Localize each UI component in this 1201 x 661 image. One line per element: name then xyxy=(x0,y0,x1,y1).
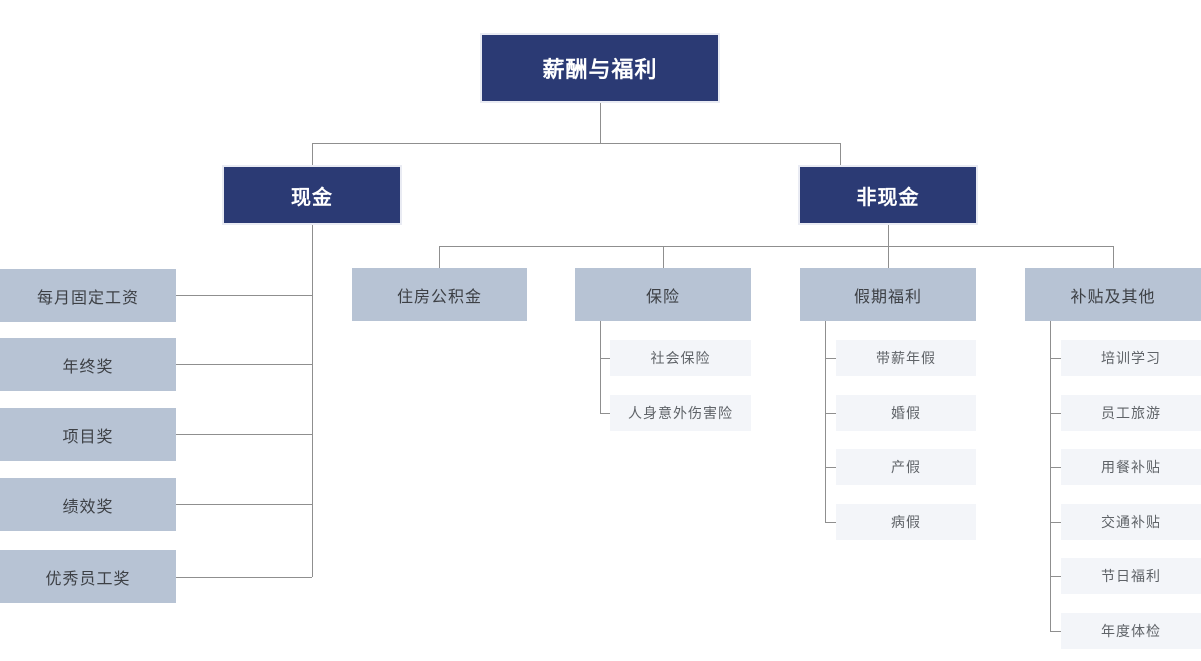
cash-item: 年终奖 xyxy=(0,338,176,391)
connector-group-drop xyxy=(888,246,889,268)
connector-cash-stub xyxy=(176,364,312,365)
connector-cash-spine xyxy=(312,225,313,577)
tree-node-noncash: 非现金 xyxy=(798,165,978,225)
connector-sub-stub xyxy=(1050,576,1061,577)
holiday-sub-item: 带薪年假 xyxy=(836,340,976,376)
connector-cash-stub xyxy=(176,577,312,578)
cash-item: 每月固定工资 xyxy=(0,269,176,322)
connector-sub-stub xyxy=(825,522,836,523)
connector-sub-stub xyxy=(1050,467,1061,468)
subsidy-sub-item: 培训学习 xyxy=(1061,340,1201,376)
subsidy-sub-item: 用餐补贴 xyxy=(1061,449,1201,485)
connector-cash-drop xyxy=(312,143,313,165)
holiday-sub-item: 产假 xyxy=(836,449,976,485)
cash-item: 项目奖 xyxy=(0,408,176,461)
connector-holiday-spine xyxy=(825,321,826,522)
subsidy-sub-item: 交通补贴 xyxy=(1061,504,1201,540)
connector-root-drop xyxy=(600,103,601,143)
connector-sub-stub xyxy=(825,467,836,468)
holiday-sub-item: 婚假 xyxy=(836,395,976,431)
group-subsidy-other: 补贴及其他 xyxy=(1025,268,1201,321)
connector-sub-stub xyxy=(600,358,610,359)
connector-noncash-stem xyxy=(888,225,889,246)
connector-sub-stub xyxy=(1050,522,1061,523)
connector-group-drop xyxy=(663,246,664,268)
connector-noncash-split xyxy=(439,246,1114,247)
connector-cash-stub xyxy=(176,434,312,435)
connector-root-split xyxy=(312,143,841,144)
connector-sub-stub xyxy=(600,413,610,414)
connector-subsidy-spine xyxy=(1050,321,1051,631)
connector-sub-stub xyxy=(825,413,836,414)
subsidy-sub-item: 员工旅游 xyxy=(1061,395,1201,431)
cash-item: 绩效奖 xyxy=(0,478,176,531)
insurance-sub-item: 人身意外伤害险 xyxy=(610,395,751,431)
subsidy-sub-item: 年度体检 xyxy=(1061,613,1201,649)
connector-cash-stub xyxy=(176,504,312,505)
cash-item: 优秀员工奖 xyxy=(0,550,176,603)
group-holiday-benefits: 假期福利 xyxy=(800,268,976,321)
group-housing-fund: 住房公积金 xyxy=(352,268,527,321)
connector-group-drop xyxy=(1113,246,1114,268)
tree-node-cash: 现金 xyxy=(222,165,402,225)
connector-cash-stub xyxy=(176,295,312,296)
group-insurance: 保险 xyxy=(575,268,751,321)
subsidy-sub-item: 节日福利 xyxy=(1061,558,1201,594)
connector-sub-stub xyxy=(825,358,836,359)
connector-sub-stub xyxy=(1050,413,1061,414)
connector-group-drop xyxy=(439,246,440,268)
tree-node-root: 薪酬与福利 xyxy=(480,33,720,103)
insurance-sub-item: 社会保险 xyxy=(610,340,751,376)
holiday-sub-item: 病假 xyxy=(836,504,976,540)
connector-noncash-drop xyxy=(840,143,841,165)
connector-sub-stub xyxy=(1050,358,1061,359)
connector-sub-stub xyxy=(1050,631,1061,632)
connector-insurance-spine xyxy=(600,321,601,413)
